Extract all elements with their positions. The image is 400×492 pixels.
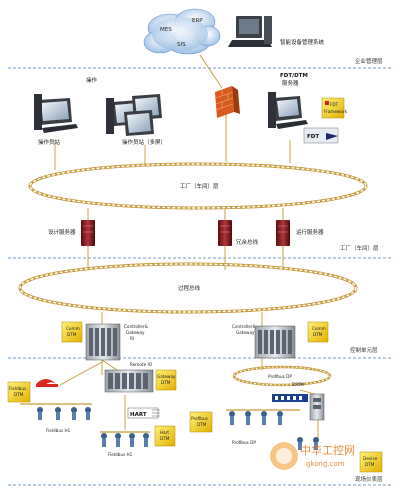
gateway-dtm-badge xyxy=(155,369,177,391)
watermark-url: gkong.com xyxy=(306,460,345,468)
asset-mgmt-workstation-icon xyxy=(228,16,272,47)
fieldbus-h1-left-label: Fieldbus H1 xyxy=(46,428,71,433)
comm-dtm-left-2: DTM xyxy=(67,332,77,337)
operation-label: 操作 xyxy=(86,76,98,84)
layer-label-enterprise: 企业管理层 xyxy=(355,57,383,65)
hart-dtm-badge xyxy=(154,425,176,447)
profibus-dp-ring xyxy=(232,365,332,387)
svg-text:FDT: FDT xyxy=(307,134,319,140)
device-dtm-2: DTM xyxy=(365,462,375,467)
watermark-cn: 中华工控网 xyxy=(300,443,355,457)
profibus-dtm-1: Profibus xyxy=(191,416,208,421)
fdt-framework-label-2: Framework xyxy=(324,109,348,114)
redundant-bus-label: 冗余总线 xyxy=(236,238,259,246)
profibus-dp-top-label: Profibus DP xyxy=(268,374,292,379)
controller-gateway-icon xyxy=(254,325,296,359)
hart-dtm-1: Hart xyxy=(160,430,169,435)
device-dtm-1: Device xyxy=(363,456,378,461)
fieldbus-devices-left xyxy=(37,407,91,420)
profibus-dtm-badge xyxy=(189,411,213,433)
fieldbus-dtm-1: Fieldbus xyxy=(9,386,26,391)
layer-label-plant: 工厂（车间）层 xyxy=(340,244,379,252)
cloud-mes: MES xyxy=(160,27,172,33)
comm-dtm-right-2: DTM xyxy=(313,332,323,337)
operator-station-multi-icon xyxy=(106,94,162,136)
run-server-label: 运行服务器 xyxy=(296,228,324,236)
fdt-server-label-2: 服务器 xyxy=(282,79,299,87)
hart-logo: HART xyxy=(127,407,160,419)
operator-station-icon xyxy=(34,94,78,133)
plant-bus-label: 工厂（车间）层 xyxy=(180,182,219,190)
device-dtm-badge xyxy=(359,451,383,473)
fdt-server-icon xyxy=(268,92,308,129)
ctrl-gateway-2: Gateway xyxy=(236,330,255,335)
controller-gateway-r-icon xyxy=(85,323,121,361)
gateway-dtm-2: DTM xyxy=(161,380,171,385)
asset-mgmt-label: 智能设备管理系统 xyxy=(280,38,325,46)
fieldbus-dtm-badge xyxy=(7,381,31,403)
watermark-logo xyxy=(270,442,298,470)
dp-pa-label: DP/PA xyxy=(292,382,304,387)
fdt-logo: FDT xyxy=(303,127,339,144)
redundant-bus-server-icon xyxy=(218,220,232,246)
pa-devices xyxy=(297,437,319,450)
hart-dtm-2: DTM xyxy=(160,436,170,441)
plant-bus-ring xyxy=(28,162,368,210)
fdt-framework-badge xyxy=(321,97,345,119)
process-bus-ring xyxy=(18,262,358,314)
ctrl-gateway-r-1: Controller& xyxy=(124,324,149,329)
layer-label-field: 现场仪表层 xyxy=(355,475,383,483)
design-server-icon xyxy=(81,220,95,246)
comm-dtm-left-1: Comm xyxy=(66,326,80,331)
operator-station-multi-label: 操作员站（多屏） xyxy=(122,138,166,146)
process-bus-label: 过程总线 xyxy=(178,284,201,292)
remote-io-label: Remote IO xyxy=(130,362,153,367)
gateway-dtm-1: Gateway xyxy=(157,374,176,379)
profibus-devices xyxy=(229,411,283,425)
fieldbus-h1-bottom-label: Fieldbus H1 xyxy=(108,452,133,457)
fieldbus-dtm-2: DTM xyxy=(14,392,24,397)
cloud-erp: ERP xyxy=(192,18,203,24)
remote-io-icon xyxy=(104,369,154,393)
fieldbus-devices-bottom xyxy=(101,433,149,447)
fdt-server-label-1: FDT/DTM xyxy=(280,73,308,79)
comm-dtm-right-badge xyxy=(307,321,329,343)
dp-pa-coupler-icon xyxy=(309,393,325,421)
comm-dtm-left-badge xyxy=(61,321,83,343)
layer-dividers xyxy=(8,67,392,486)
fieldbus-logo xyxy=(36,379,58,387)
operator-station-label: 操作员站 xyxy=(38,138,61,146)
ctrl-gateway-r-3: RI xyxy=(130,336,134,341)
profibus-dtm-2: DTM xyxy=(197,422,207,427)
fdt-framework-label-1: FDT xyxy=(330,102,339,107)
design-server-label: 设计服务器 xyxy=(48,228,76,236)
profibus-dp-bottom-label: Profibus DP xyxy=(232,440,256,445)
profibus-logo xyxy=(272,394,308,402)
cloud xyxy=(143,8,221,55)
comm-dtm-right-1: Comm xyxy=(312,326,326,331)
run-server-icon xyxy=(276,220,290,246)
ctrl-gateway-r-2: Gateway xyxy=(126,330,145,335)
cloud-sis: SIS xyxy=(177,42,186,48)
ctrl-gateway-1: Controller& xyxy=(232,324,257,329)
layer-label-control: 控制单元层 xyxy=(350,346,378,354)
svg-text:HART: HART xyxy=(130,412,147,418)
firewall-icon xyxy=(215,86,240,118)
